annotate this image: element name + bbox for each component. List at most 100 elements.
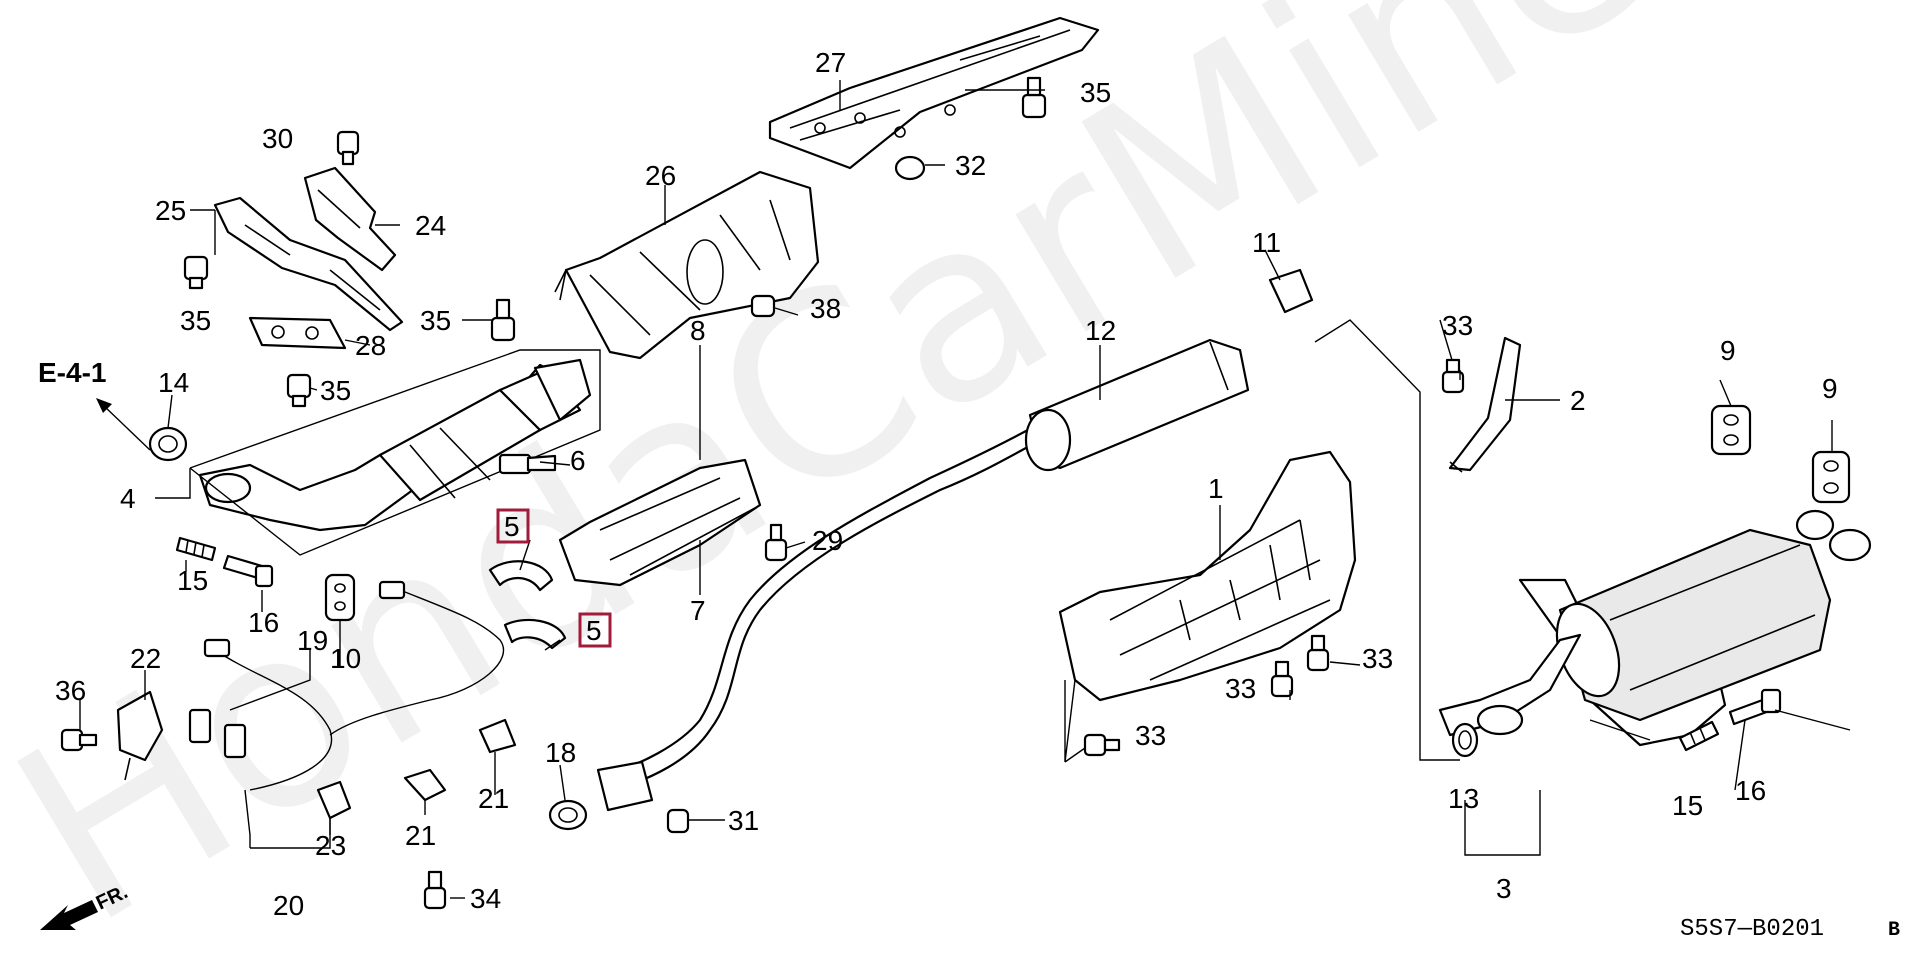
callout-12: 12 (1085, 315, 1116, 346)
bolt-16a[interactable] (222, 554, 274, 588)
callout-7: 7 (690, 595, 706, 626)
outline-frame-4 (189, 349, 601, 556)
callout-1: 1 (1208, 473, 1224, 504)
arrow-icon (96, 398, 112, 413)
callout-14: 14 (158, 367, 189, 398)
callout-35b: 35 (180, 305, 211, 336)
callout-8: 8 (690, 315, 706, 346)
callout-28: 28 (355, 330, 386, 361)
callout-34: 34 (470, 883, 501, 914)
callout-26: 26 (645, 160, 676, 191)
callout-30: 30 (262, 123, 293, 154)
heat-shield-25[interactable] (213, 196, 404, 332)
rubber-mount-9b[interactable] (1811, 450, 1851, 504)
callout-23: 23 (315, 830, 346, 861)
revision-mark: B (1888, 919, 1900, 942)
bolt-16b[interactable] (1728, 688, 1782, 726)
nut-31[interactable] (666, 808, 690, 834)
bolt-35a[interactable] (183, 255, 209, 290)
callout-21b: 21 (405, 820, 436, 851)
callout-24: 24 (415, 210, 446, 241)
callout-20: 20 (273, 890, 304, 921)
nut-38[interactable] (750, 294, 776, 318)
bolt-33c[interactable] (1270, 660, 1294, 698)
converter-cover-8[interactable] (558, 458, 762, 587)
callout-5b: 5 (586, 615, 602, 646)
heat-shield-1[interactable] (1058, 450, 1357, 702)
gasket-18[interactable] (548, 799, 588, 831)
callout-16b: 16 (1735, 775, 1766, 806)
callout-15a: 15 (177, 565, 208, 596)
callout-35a: 35 (1080, 77, 1111, 108)
leader-lines (79, 80, 1851, 899)
exhaust-pipe-a-4[interactable] (198, 358, 592, 532)
clip-21a[interactable] (403, 768, 447, 802)
bolt-33a[interactable] (1441, 358, 1465, 394)
reference-label: E-4-1 (38, 357, 106, 388)
clamp-5a[interactable] (488, 560, 554, 592)
gasket-28[interactable] (248, 316, 347, 350)
grommet-23[interactable] (316, 780, 352, 820)
clamp-5b[interactable] (503, 618, 567, 650)
bolt-6[interactable] (498, 453, 557, 475)
diagram-code: S5S7—B0201 (1680, 916, 1824, 943)
heat-shield-26[interactable] (554, 170, 820, 360)
front-arrow-icon (40, 900, 98, 930)
bracket-2[interactable] (1448, 336, 1522, 473)
bolt-33b[interactable] (1306, 634, 1330, 672)
callout-38: 38 (810, 293, 841, 324)
callout-31: 31 (728, 805, 759, 836)
callout-29: 29 (812, 525, 843, 556)
callout-5a-highlight (496, 508, 530, 544)
silencer-12[interactable] (1024, 338, 1250, 472)
reference-link-e-4-1[interactable]: E-4-1 (38, 357, 151, 451)
bolt-30[interactable] (336, 130, 360, 166)
bolt-34[interactable] (423, 870, 447, 910)
mount-11[interactable] (1268, 268, 1314, 314)
heat-shield-24[interactable] (303, 166, 397, 272)
spring-15a[interactable] (175, 536, 217, 562)
callout-15b: 15 (1672, 790, 1703, 821)
callout-33a: 33 (1442, 310, 1473, 341)
rubber-mount-10[interactable] (324, 573, 356, 622)
callout-5b-highlight (578, 612, 612, 648)
callout-labels: 1 2 3 4 5 5 6 7 8 9 9 10 11 12 13 14 15 … (55, 47, 1838, 921)
callout-18: 18 (545, 737, 576, 768)
callout-13: 13 (1448, 783, 1479, 814)
callout-35d: 35 (320, 375, 351, 406)
callout-9a: 9 (1720, 335, 1736, 366)
gasket-13[interactable] (1451, 722, 1479, 758)
nut-32[interactable] (894, 155, 926, 181)
gasket-14[interactable] (148, 426, 188, 462)
bolt-33d[interactable] (1083, 733, 1121, 757)
callout-6: 6 (570, 445, 586, 476)
callout-27: 27 (815, 47, 846, 78)
callout-25: 25 (155, 195, 186, 226)
oxygen-sensor-19[interactable] (203, 580, 505, 791)
muffler-3[interactable] (1438, 509, 1872, 747)
callout-33d: 33 (1135, 720, 1166, 751)
callout-36: 36 (55, 675, 86, 706)
callout-3: 3 (1496, 873, 1512, 904)
rubber-mount-9a[interactable] (1710, 404, 1752, 456)
callout-5a: 5 (504, 511, 520, 542)
callout-16a: 16 (248, 607, 279, 638)
bolt-35d[interactable] (1021, 76, 1047, 119)
bolt-35c[interactable] (490, 298, 516, 342)
spring-15b[interactable] (1678, 720, 1720, 752)
callout-35c: 35 (420, 305, 451, 336)
callout-19: 19 (297, 625, 328, 656)
bolt-29[interactable] (764, 523, 788, 562)
callout-11: 11 (1252, 227, 1281, 258)
bolt-35b[interactable] (286, 373, 312, 408)
bolt-36[interactable] (60, 728, 98, 752)
callout-33b: 33 (1362, 643, 1393, 674)
callout-21a: 21 (478, 783, 509, 814)
heat-shield-27[interactable] (768, 16, 1100, 170)
callout-32: 32 (955, 150, 986, 181)
callout-9b: 9 (1822, 373, 1838, 404)
wire-harness-20[interactable] (188, 708, 247, 759)
callout-33c: 33 (1225, 673, 1256, 704)
clip-21b[interactable] (478, 718, 517, 754)
